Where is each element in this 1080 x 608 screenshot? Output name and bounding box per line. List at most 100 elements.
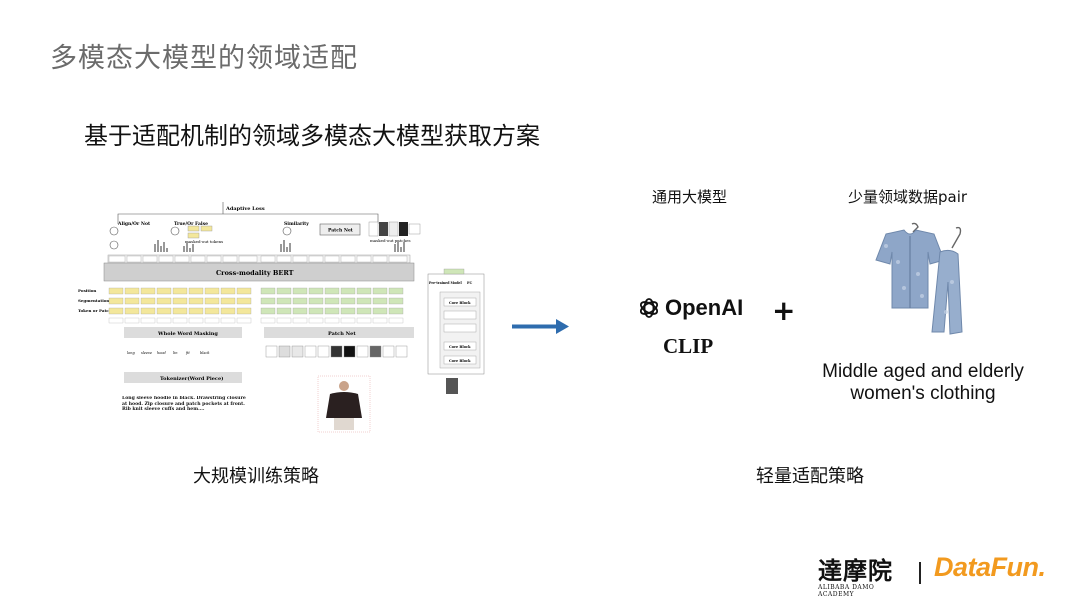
input-token — [388, 317, 404, 324]
plus-sign: + — [772, 294, 796, 327]
damo-cn-text: 達摩院 — [818, 556, 893, 585]
embedding-token — [340, 307, 356, 315]
similarity-label: Similarity — [284, 221, 309, 227]
embedding-token — [172, 297, 188, 305]
clothing-line-1: Middle aged and elderly — [822, 361, 1024, 382]
embedding-token — [220, 287, 236, 295]
slide-subtitle: 基于适配机制的领域多模态大模型获取方案 — [84, 122, 540, 150]
patch-net-top-label: Patch Net — [328, 228, 354, 234]
embedding-token — [356, 287, 372, 295]
embedding-token — [308, 287, 324, 295]
embedding-token — [108, 287, 124, 295]
embedding-token — [140, 307, 156, 315]
input-token — [236, 317, 252, 324]
slide-title: 多模态大模型的领域适配 — [50, 43, 358, 74]
right-caption: 轻量适配策略 — [756, 466, 864, 487]
embedding-token — [276, 307, 292, 315]
input-token — [340, 317, 356, 324]
embedding-token — [356, 297, 372, 305]
embedding-token — [124, 287, 140, 295]
wwm-label: Whole Word Masking — [157, 331, 218, 337]
clothing-line-2: women's clothing — [850, 383, 996, 404]
embedding-token — [340, 287, 356, 295]
embedding-token — [156, 287, 172, 295]
embedding-token — [124, 297, 140, 305]
word-5: fit — [185, 351, 190, 355]
embedding-token — [204, 307, 220, 315]
openai-icon — [639, 298, 659, 318]
embedding-token — [340, 297, 356, 305]
data-label: 少量领域数据pair — [848, 188, 968, 206]
core-block-2: Core Block — [449, 345, 471, 349]
row-label-position: Position — [78, 288, 96, 293]
embedding-token — [308, 297, 324, 305]
damo-en-text: ALIBABA DAMO ACADEMY — [818, 584, 875, 598]
embedding-token — [188, 307, 204, 315]
input-token — [108, 317, 124, 324]
side-model-label: Pre-trained Model — [429, 281, 462, 285]
embedding-token — [156, 307, 172, 315]
embedding-token — [356, 307, 372, 315]
embedding-token — [308, 307, 324, 315]
embedding-token — [236, 287, 252, 295]
input-token — [140, 317, 156, 324]
input-token — [260, 317, 276, 324]
word-4: lin — [173, 351, 178, 355]
embedding-token — [324, 297, 340, 305]
embedding-token — [324, 307, 340, 315]
embedding-token — [388, 307, 404, 315]
input-token — [276, 317, 292, 324]
input-token — [356, 317, 372, 324]
embedding-token — [372, 287, 388, 295]
clothing-image — [875, 222, 963, 335]
embedding-token — [276, 287, 292, 295]
embedding-token — [292, 297, 308, 305]
bert-label: Cross-modality BERT — [216, 269, 294, 277]
embedding-token — [220, 297, 236, 305]
embedding-token — [140, 297, 156, 305]
patch-net-lower-label: Patch Net — [328, 331, 356, 337]
align-label: Align/Or Not — [117, 221, 151, 227]
input-token — [220, 317, 236, 324]
embedding-token — [188, 297, 204, 305]
embedding-token — [108, 297, 124, 305]
embedding-token — [108, 307, 124, 315]
word-6: black — [200, 351, 210, 355]
embedding-token — [388, 287, 404, 295]
embedding-token — [372, 297, 388, 305]
clip-text: CLIP — [663, 334, 714, 358]
arrow-icon — [512, 319, 569, 334]
embedding-token — [204, 297, 220, 305]
input-token — [324, 317, 340, 324]
logo-divider — [919, 562, 921, 584]
tokenizer-label: Tokenizer(Word Piece) — [160, 375, 224, 382]
embedding-token — [260, 297, 276, 305]
input-token — [124, 317, 140, 324]
input-token — [308, 317, 324, 324]
embedding-token — [156, 297, 172, 305]
embedding-token — [388, 297, 404, 305]
embedding-token — [220, 307, 236, 315]
embedding-token — [372, 307, 388, 315]
caption-text: Long sleeve hoodie in black. Drawstring … — [122, 396, 246, 413]
embedding-token — [236, 297, 252, 305]
input-token — [372, 317, 388, 324]
embedding-token — [204, 287, 220, 295]
word-3: hood — [157, 351, 166, 355]
embedding-token — [260, 287, 276, 295]
damo-logo: 達摩院 ALIBABA DAMO ACADEMY — [818, 551, 900, 598]
row-label-token: Token or Patch — [78, 308, 112, 313]
embedding-token — [172, 287, 188, 295]
embedding-token — [292, 287, 308, 295]
masked-tokens-label: masked-out tokens — [185, 239, 223, 244]
embedding-token — [236, 307, 252, 315]
truefalse-label: True/Or False — [174, 221, 208, 227]
embedding-token — [188, 287, 204, 295]
openai-text: OpenAI — [665, 295, 744, 320]
word-2: sleeve — [141, 351, 152, 355]
embedding-token — [324, 287, 340, 295]
left-caption: 大规模训练策略 — [193, 466, 319, 487]
openai-logo: OpenAI — [637, 295, 743, 321]
word-1: long — [127, 351, 135, 355]
architecture-diagram: Adaptive Loss Align/Or Not True/Or False… — [78, 196, 488, 436]
